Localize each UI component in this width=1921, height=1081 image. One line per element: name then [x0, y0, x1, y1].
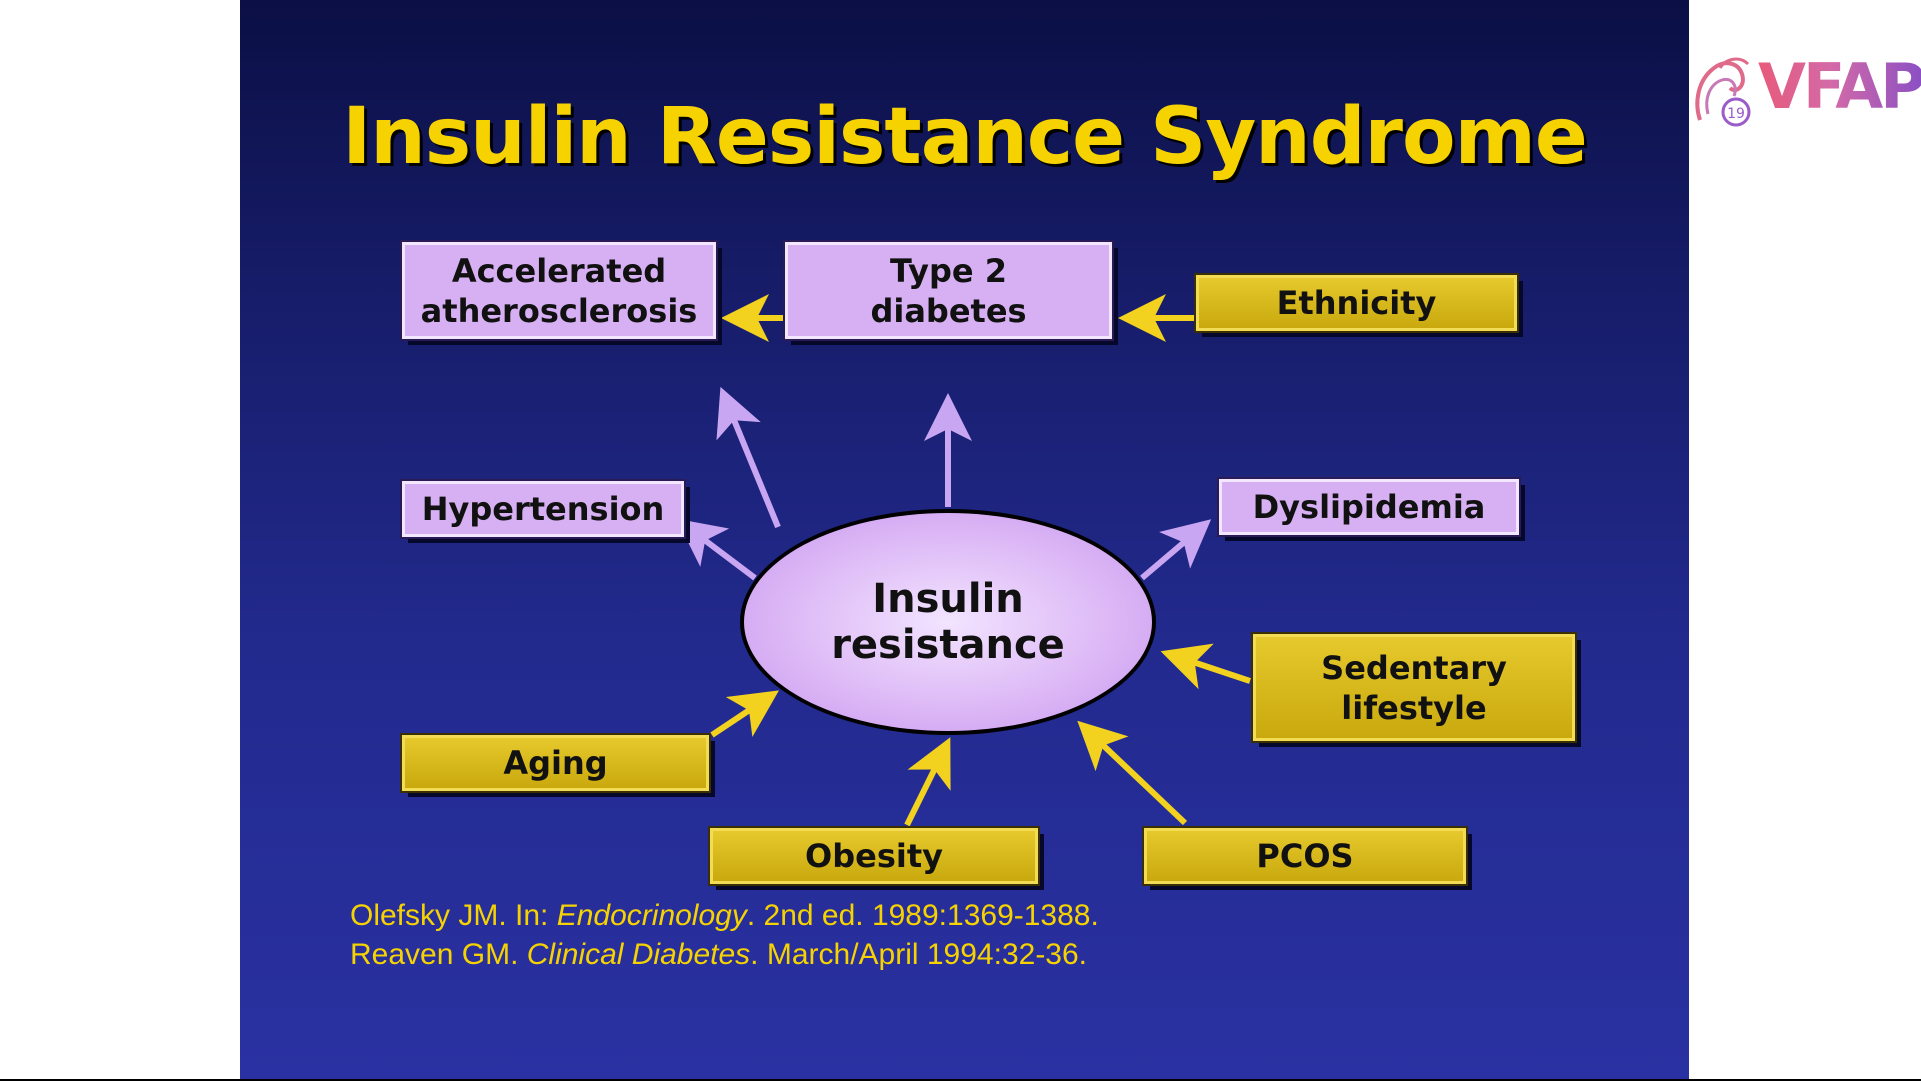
box-label-line1: Sedentary — [1321, 648, 1507, 688]
ellipse-label-line2: resistance — [831, 622, 1065, 668]
box-label: Aging — [503, 743, 607, 783]
arrow-from-pcos — [1086, 729, 1185, 823]
arrow-to-hypertension — [686, 526, 755, 578]
box-accelerated-atherosclerosis: Accelerated atherosclerosis — [402, 242, 716, 339]
arrow-from-obesity — [907, 748, 945, 825]
arrow-from-sedentary-lifestyle — [1172, 655, 1250, 681]
box-label: Obesity — [805, 836, 943, 876]
box-sedentary-lifestyle: Sedentary lifestyle — [1253, 634, 1575, 741]
box-label: Ethnicity — [1277, 283, 1437, 323]
arrow-from-aging — [712, 697, 769, 735]
box-hypertension: Hypertension — [402, 481, 684, 537]
box-label-line1: Type 2 — [870, 251, 1026, 291]
logo-emblem-icon: 19 — [1690, 50, 1768, 134]
box-label: Dyslipidemia — [1253, 487, 1486, 527]
references: Olefsky JM. In: Endocrinology. 2nd ed. 1… — [350, 896, 1099, 974]
logo-text: VFAP — [1758, 50, 1921, 123]
slide: Insulin Resistance Syndrome — [240, 0, 1689, 1081]
box-type-2-diabetes: Type 2 diabetes — [785, 242, 1112, 339]
reference-line: Olefsky JM. In: Endocrinology. 2nd ed. 1… — [350, 896, 1099, 935]
box-obesity: Obesity — [710, 828, 1038, 884]
vfap-logo: 19 VFAP — [1690, 48, 1906, 138]
box-label-line1: Accelerated — [421, 251, 698, 291]
arrow-to-dyslipidemia — [1142, 527, 1202, 578]
ellipse-label-line1: Insulin — [872, 576, 1024, 622]
box-pcos: PCOS — [1144, 828, 1466, 884]
box-label: PCOS — [1256, 836, 1353, 876]
box-ethnicity: Ethnicity — [1196, 275, 1517, 331]
box-label-line2: lifestyle — [1321, 688, 1507, 728]
insulin-resistance-ellipse: Insulin resistance — [740, 509, 1156, 735]
box-dyslipidemia: Dyslipidemia — [1219, 479, 1519, 535]
box-label: Hypertension — [422, 489, 665, 529]
reference-line: Reaven GM. Clinical Diabetes. March/Apri… — [350, 935, 1099, 974]
box-label-line2: diabetes — [870, 291, 1026, 331]
logo-badge-number: 19 — [1727, 106, 1745, 122]
box-aging: Aging — [402, 735, 709, 791]
box-label-line2: atherosclerosis — [421, 291, 698, 331]
arrow-to-accelerated-atherosclerosis — [725, 398, 778, 527]
